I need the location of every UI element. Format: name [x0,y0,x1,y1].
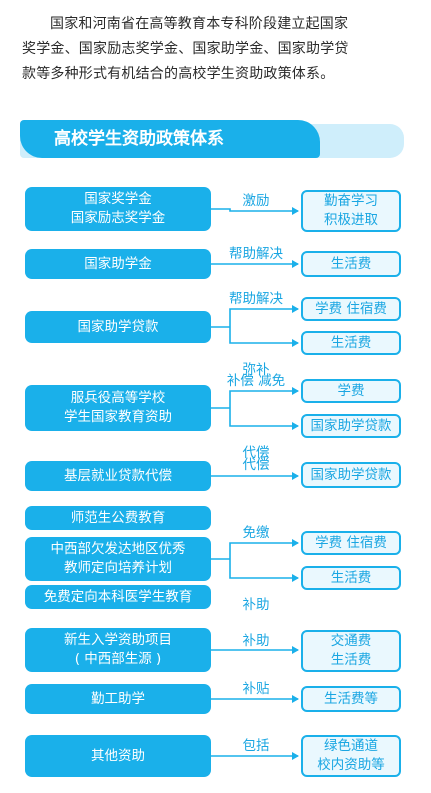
relation-label: 包括 [242,738,270,754]
policy-box-text: 国家助学金 [84,255,152,272]
policy-box: 国家助学金 [25,249,211,279]
relation-label: 帮助解决 [229,291,283,307]
relation-label: 补贴 [242,681,270,697]
policy-box-text: 国家助学贷款 [77,318,159,335]
relation-label: 免缴 [242,525,270,541]
outcome-box-text: 学费 住宿费 [315,534,387,551]
outcome-box-text: 学费 住宿费 [315,300,387,317]
outcome-box-text: 国家助学贷款 [310,466,392,483]
relation-label: 补助 [242,633,270,649]
outcome-box-text: 校内资助等 [317,757,385,773]
outcome-box: 生活费 [301,566,401,590]
intro-line: 国家和河南省在高等教育本专科阶段建立起国家 [50,16,349,32]
outcome-box: 生活费等 [301,686,401,712]
outcome-box: 学费 住宿费 [301,531,401,555]
outcome-box-text: 生活费 [330,652,372,668]
policy-box: 国家奖学金国家励志奖学金 [25,187,211,231]
policy-box: 基层就业贷款代偿 [25,461,211,491]
policy-box-text: ( 中西部生源 ) [74,651,162,667]
outcome-box-text: 生活费等 [324,690,378,707]
outcome-box-text: 生活费 [330,569,372,586]
policy-box: 勤工助学 [25,684,211,714]
relation-label: 代偿 [242,445,270,461]
outcome-box: 勤奋学习积极进取 [301,190,401,232]
connector-arrow [211,207,299,215]
connector-arrow [229,559,299,582]
outcome-box-text: 学费 [337,382,365,399]
connector-arrow [229,539,299,559]
policy-box: 中西部欠发达地区优秀教师定向培养计划 [25,537,211,581]
outcome-box: 生活费 [301,331,401,355]
outcome-box: 交通费生活费 [301,630,401,672]
connector-arrow [229,387,299,408]
policy-box: 师范生公费教育 [25,506,211,530]
relation-label: 弥补 [242,362,270,378]
outcome-box-text: 生活费 [330,255,372,272]
outcome-box: 国家助学贷款 [301,414,401,438]
policy-box: 服兵役高等学校学生国家教育资助 [25,385,211,431]
policy-box-text: 勤工助学 [91,690,145,707]
outcome-box: 绿色通道校内资助等 [301,735,401,777]
outcome-box: 学费 [301,379,401,403]
connector-arrow [229,408,299,430]
policy-box-text: 学生国家教育资助 [64,409,172,425]
relation-label: 激励 [242,193,270,209]
outcome-box-text: 勤奋学习 [324,193,378,209]
policy-box-text: 中西部欠发达地区优秀 [50,541,186,557]
relation-label: 补助 [242,597,270,613]
policy-box-text: 其他资助 [91,747,145,764]
outcome-box-text: 交通费 [330,633,372,649]
policy-box-text: 基层就业贷款代偿 [64,467,172,484]
policy-box-text: 师范生公费教育 [70,509,166,526]
policy-box-text: 国家励志奖学金 [70,210,166,226]
intro-paragraph: 国家和河南省在高等教育本专科阶段建立起国家 奖学金、国家励志奖学金、国家助学金、… [22,12,414,87]
policy-box: 新生入学资助项目 ( 中西部生源 ) [25,628,211,672]
intro-line: 款等多种形式有机结合的高校学生资助政策体系。 [22,66,335,82]
connector-arrow [229,305,299,327]
policy-box: 免费定向本科医学生教育 [25,585,211,609]
policy-box-text: 国家奖学金 [84,191,152,207]
policy-box-text: 免费定向本科医学生教育 [43,588,193,605]
outcome-box: 生活费 [301,251,401,277]
connector-arrow [229,327,299,347]
policy-box: 其他资助 [25,735,211,777]
outcome-box-text: 国家助学贷款 [310,417,392,434]
policy-box-text: 教师定向培养计划 [64,560,172,576]
relation-label: 代偿 [242,457,270,473]
diagram-title: 高校学生资助政策体系 [20,120,320,158]
outcome-box: 国家助学贷款 [301,462,401,488]
relation-label: 补偿 减免 [226,373,286,389]
intro-line: 奖学金、国家励志奖学金、国家助学金、国家助学贷 [22,41,349,57]
policy-box-text: 服兵役高等学校 [70,390,166,406]
policy-box-text: 新生入学资助项目 [64,632,172,648]
policy-box: 国家助学贷款 [25,311,211,343]
outcome-box: 学费 住宿费 [301,297,401,321]
outcome-box-text: 积极进取 [324,212,378,228]
outcome-box-text: 绿色通道 [324,738,378,754]
outcome-box-text: 生活费 [330,334,372,351]
relation-label: 帮助解决 [229,246,283,262]
